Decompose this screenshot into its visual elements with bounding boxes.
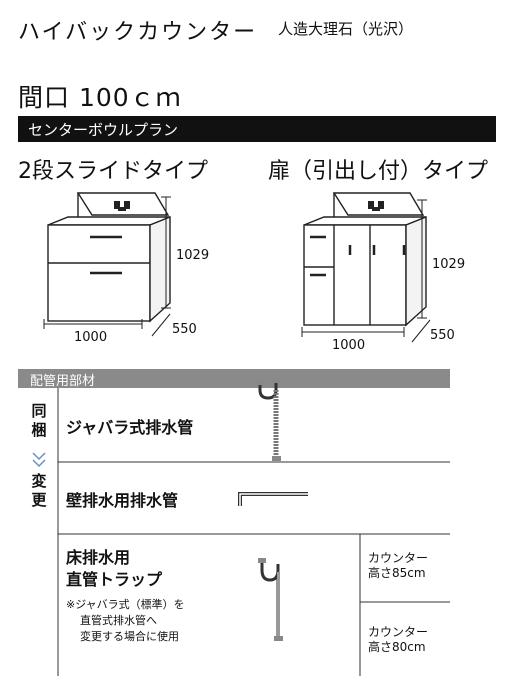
width-title: 間口 100ｃｍ — [18, 83, 182, 112]
cabinet-slide-drawing — [47, 192, 171, 323]
width-dim-line-left — [43, 319, 143, 329]
type-label-slide: 2段スライドタイプ — [18, 159, 208, 184]
counter-height-85-line1: カウンター — [368, 551, 429, 565]
height-dim-right: 1029 — [432, 257, 466, 272]
counter-height-80-line1: カウンター — [368, 625, 429, 639]
change-label: 変更 — [31, 472, 47, 509]
bellows-drain-pipe-icon — [256, 378, 281, 461]
width-dim-right: 1000 — [332, 338, 366, 353]
piping-header-label: 配管用部材 — [30, 374, 96, 389]
floor-trap-pipe-icon — [258, 558, 283, 641]
depth-dim-line-left — [151, 313, 171, 337]
depth-dim-line-right — [411, 319, 431, 343]
floor-drain-label-1: 床排水用 — [66, 548, 131, 567]
height-dim-line-left — [161, 196, 171, 309]
piping-table-grid — [57, 388, 450, 676]
width-dim-line-right — [301, 327, 405, 337]
plan-bar: センターボウルプラン — [18, 116, 496, 142]
floor-drain-note-1: ※ジャバラ式（標準）を — [66, 598, 185, 611]
floor-drain-label-2: 直管トラップ — [66, 570, 163, 589]
depth-dim-left: 550 — [172, 322, 197, 337]
bundled-label: 同梱 — [31, 402, 47, 439]
height-dim-left: 1029 — [176, 248, 210, 263]
plan-label: センターボウルプラン — [28, 121, 179, 139]
wall-drain-label: 壁排水用排水管 — [66, 491, 179, 510]
bellows-drain-label: ジャバラ式排水管 — [66, 418, 194, 437]
page-title: ハイバックカウンター — [18, 20, 258, 45]
faucet-icon — [368, 201, 384, 211]
counter-height-80-line2: 高さ80cm — [368, 640, 426, 654]
depth-dim-right: 550 — [430, 328, 455, 343]
type-label-door: 扉（引出し付）タイプ — [268, 159, 489, 184]
faucet-icon — [114, 201, 130, 211]
height-dim-line-right — [417, 199, 427, 319]
counter-height-85-line2: 高さ85cm — [368, 566, 426, 580]
cabinet-door-drawing — [303, 192, 427, 327]
piping-header: 配管用部材 — [18, 369, 450, 389]
wall-drain-pipe-icon — [238, 492, 308, 506]
floor-drain-note-2: 直管式排水管へ — [80, 614, 157, 627]
material-subtitle: 人造大理石（光沢） — [278, 20, 414, 38]
width-dim-left: 1000 — [74, 330, 108, 345]
chevron-down-icon — [32, 452, 46, 468]
floor-drain-note-3: 変更する場合に使用 — [80, 630, 179, 643]
